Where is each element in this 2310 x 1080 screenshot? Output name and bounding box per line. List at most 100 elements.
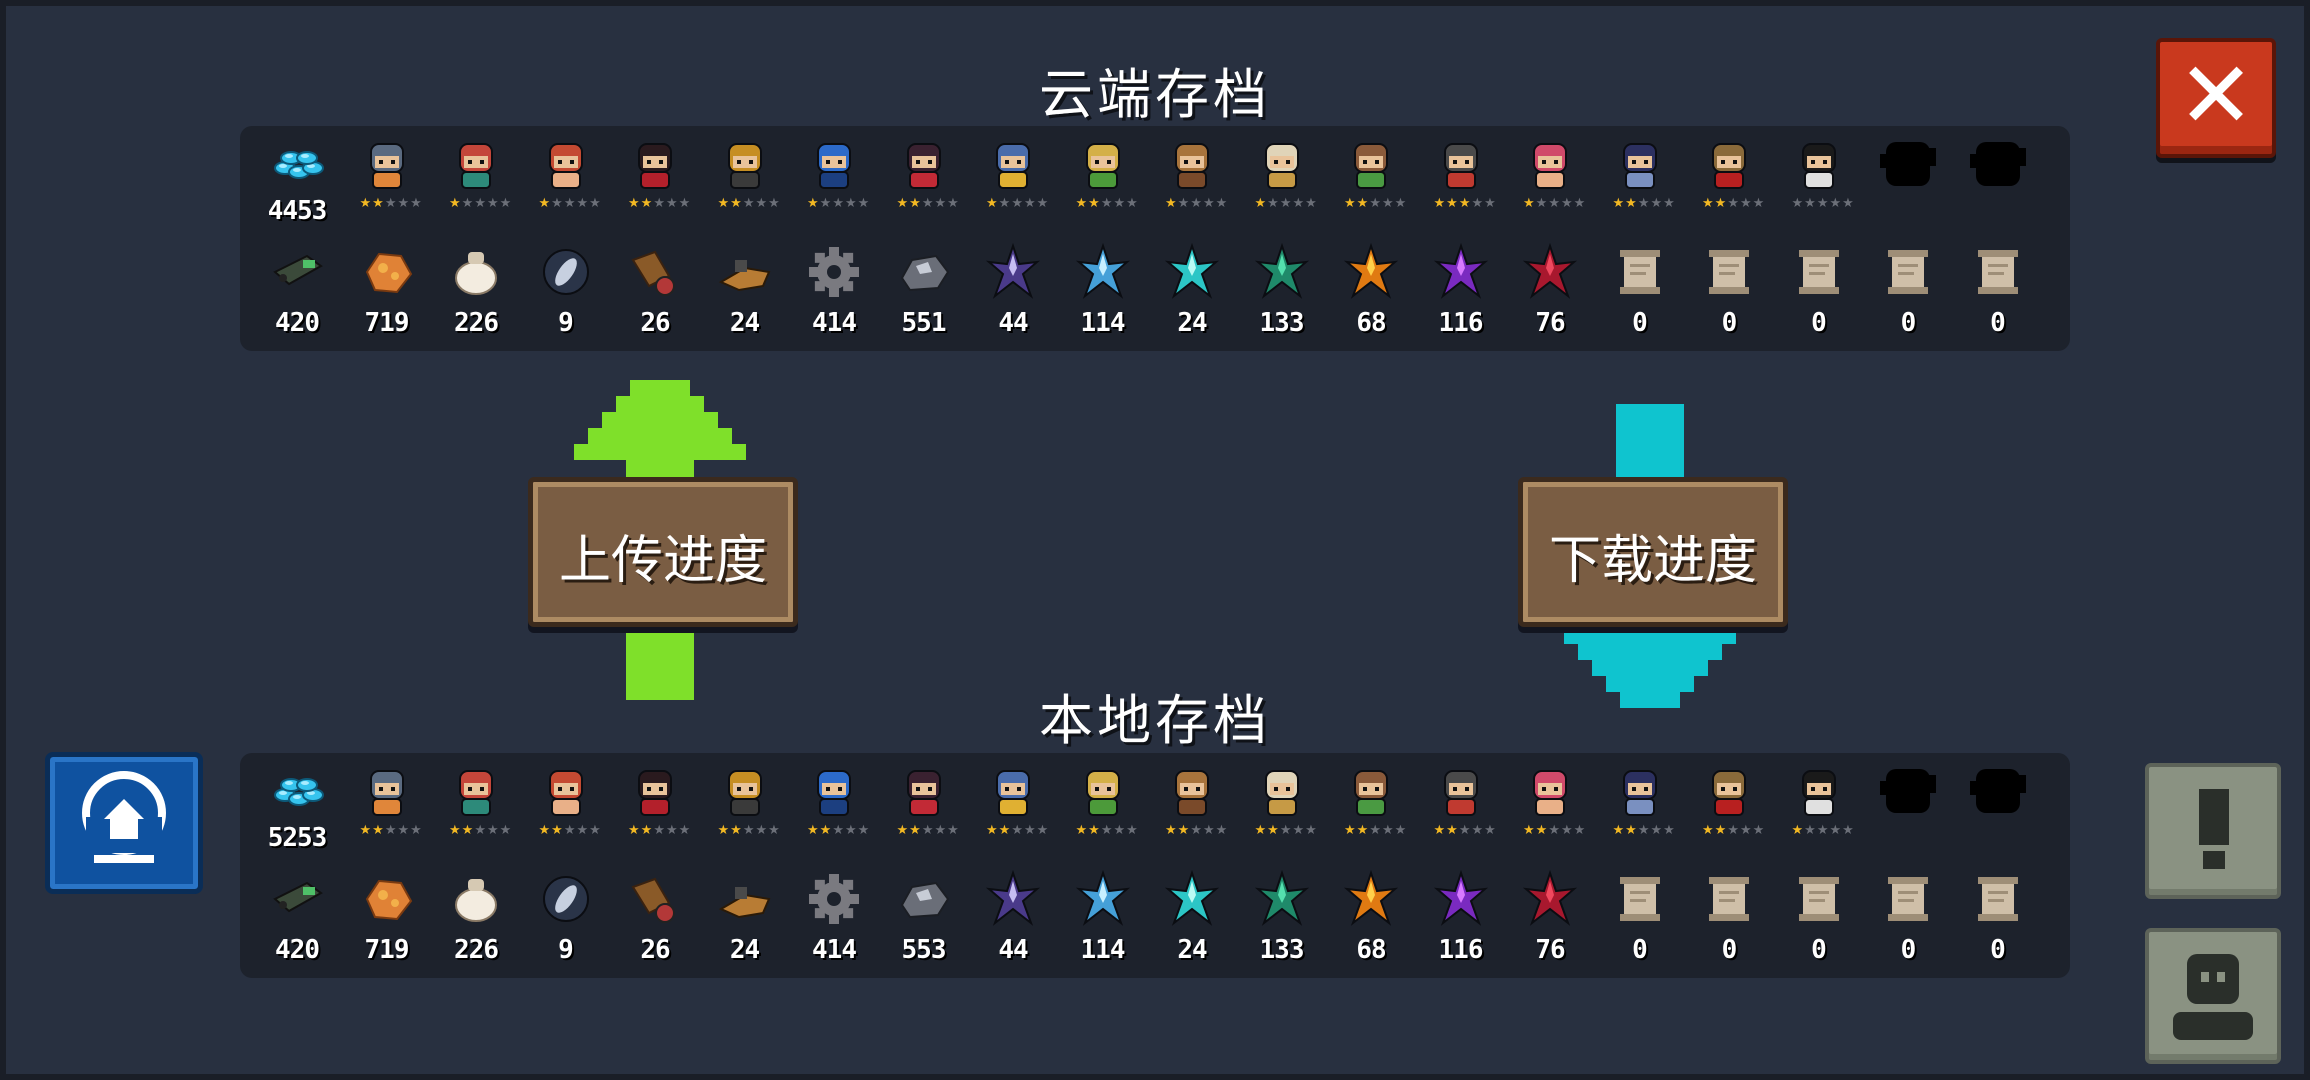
cloud-material-slot: 116 (1416, 238, 1506, 348)
local-character-slot: ★★★★★ (1505, 753, 1595, 863)
iron-ore-icon (900, 254, 949, 292)
orange-crystal-icon (1343, 869, 1399, 926)
local-material-count: 76 (1535, 935, 1565, 965)
local-character-slot (1863, 753, 1953, 863)
local-character-stars: ★★★★★ (1254, 823, 1318, 838)
local-character-stars: ★★★★★ (1523, 823, 1587, 838)
close-button[interactable]: ✕ (2156, 38, 2276, 158)
local-material-count: 44 (998, 935, 1028, 965)
cloud-character-slot: ★★★★★ (1147, 126, 1237, 236)
cloud-material-count: 719 (364, 308, 410, 338)
wizard-icon (548, 143, 583, 189)
local-character-slot: ★★★★★ (431, 753, 521, 863)
cloud-character-slot: ★★★★★ (1684, 126, 1774, 236)
local-character-slot: ★★★★★ (610, 753, 700, 863)
ore-chunk-icon (365, 879, 412, 921)
upload-progress-button[interactable]: 上传进度 (528, 477, 798, 627)
local-material-slot: 24 (1147, 865, 1237, 975)
knight-icon (369, 143, 404, 189)
cloud-material-count: 24 (729, 308, 760, 338)
profile-button[interactable] (2145, 928, 2281, 1064)
cloud-character-slot: ★★★★★ (879, 126, 969, 236)
cloud-character-stars: ★★★★★ (1165, 196, 1229, 211)
scroll-icon (1619, 877, 1660, 921)
green-crystal-icon (1254, 869, 1309, 926)
local-character-stars: ★★★★★ (1702, 823, 1766, 838)
local-material-count: 116 (1438, 935, 1484, 965)
locked-character-icon (1969, 142, 2026, 186)
berserker-icon (1533, 143, 1567, 189)
notice-button[interactable] (2145, 763, 2281, 899)
cloud-character-slot: ★★★★★ (968, 126, 1058, 236)
knight-icon (369, 770, 404, 816)
cloud-character-stars: ★★★★★ (1702, 196, 1766, 211)
cloud-material-slot: 133 (1237, 238, 1327, 348)
local-material-slot: 0 (1774, 865, 1864, 975)
local-character-slot: ★★★★★ (700, 753, 790, 863)
local-character-stars: ★★★★★ (1791, 823, 1855, 838)
cloud-character-slot: ★★★★★ (342, 126, 432, 236)
profile-silhouette-icon (2173, 954, 2253, 1040)
local-character-row: 5253★★★★★★★★★★★★★★★★★★★★★★★★★★★★★★★★★★★★… (240, 753, 2070, 863)
berserker-icon (1533, 770, 1567, 816)
cloud-material-count: 116 (1438, 308, 1484, 338)
cloud-material-count: 0 (1632, 308, 1648, 338)
werewolf-icon (1175, 143, 1209, 189)
cloud-material-count: 420 (275, 308, 320, 338)
cloud-save-title: 云端存档 (1039, 63, 1271, 126)
ore-chunk-icon (365, 252, 412, 294)
local-material-count: 24 (729, 935, 760, 965)
local-material-slot: 133 (1237, 865, 1327, 975)
scroll-icon (1798, 250, 1839, 294)
local-material-slot: 226 (431, 865, 521, 975)
local-character-stars: ★★★★★ (807, 823, 871, 838)
local-character-stars: ★★★★★ (449, 823, 513, 838)
cloud-character-stars: ★★★★★ (359, 196, 423, 211)
chilly-room-account-button[interactable] (45, 752, 203, 894)
cloud-character-slot: ★★★★★ (1237, 126, 1327, 236)
cloud-character-stars: ★★★★★ (896, 196, 960, 211)
assassin-icon (638, 770, 672, 816)
local-material-count: 420 (275, 935, 320, 965)
download-progress-button[interactable]: 下载进度 (1518, 477, 1788, 627)
local-character-slot: ★★★★★ (1058, 753, 1148, 863)
cloud-material-slot: 9 (521, 238, 611, 348)
local-character-slot: ★★★★★ (1774, 753, 1864, 863)
cloud-character-stars: ★★★★★ (807, 196, 871, 211)
cloud-character-slot: ★★★★★ (1058, 126, 1148, 236)
scroll-icon (1977, 250, 2018, 294)
local-material-slot: 68 (1326, 865, 1416, 975)
cloud-material-slot: 44 (968, 238, 1058, 348)
cloud-material-count: 76 (1535, 308, 1565, 338)
cloud-material-count: 414 (812, 308, 857, 338)
gems-icon (274, 151, 324, 179)
pipe-icon (718, 887, 770, 919)
cloud-material-slot: 24 (1147, 238, 1237, 348)
cotton-sack-icon (455, 252, 497, 295)
cloud-character-slot: ★★★★★ (789, 126, 879, 236)
cloud-material-count: 68 (1356, 308, 1386, 338)
local-material-slot: 0 (1684, 865, 1774, 975)
cloud-material-slot: 0 (1684, 238, 1774, 348)
local-material-count: 0 (1721, 935, 1738, 965)
cloud-material-count: 0 (1721, 308, 1738, 338)
cloud-character-stars: ★★★★★ (1254, 196, 1318, 211)
local-character-stars: ★★★★★ (986, 823, 1050, 838)
elf-icon (1085, 143, 1120, 189)
gems-icon (274, 778, 324, 806)
gear-icon (809, 247, 859, 297)
exclamation-icon (2199, 789, 2229, 869)
cloud-material-count: 0 (1811, 308, 1827, 338)
local-material-count: 68 (1356, 935, 1386, 965)
cloud-material-count: 24 (1177, 308, 1207, 338)
paladin-icon (996, 770, 1030, 816)
cloud-character-slot: ★★★★★ (1505, 126, 1595, 236)
scroll-icon (1709, 250, 1749, 294)
assassin-icon (638, 143, 672, 189)
cloud-material-count: 44 (998, 308, 1028, 338)
cloud-material-slot: 0 (1595, 238, 1685, 348)
cloud-character-stars: ★★★★★ (986, 196, 1050, 211)
broken-cannon-icon (631, 250, 675, 296)
